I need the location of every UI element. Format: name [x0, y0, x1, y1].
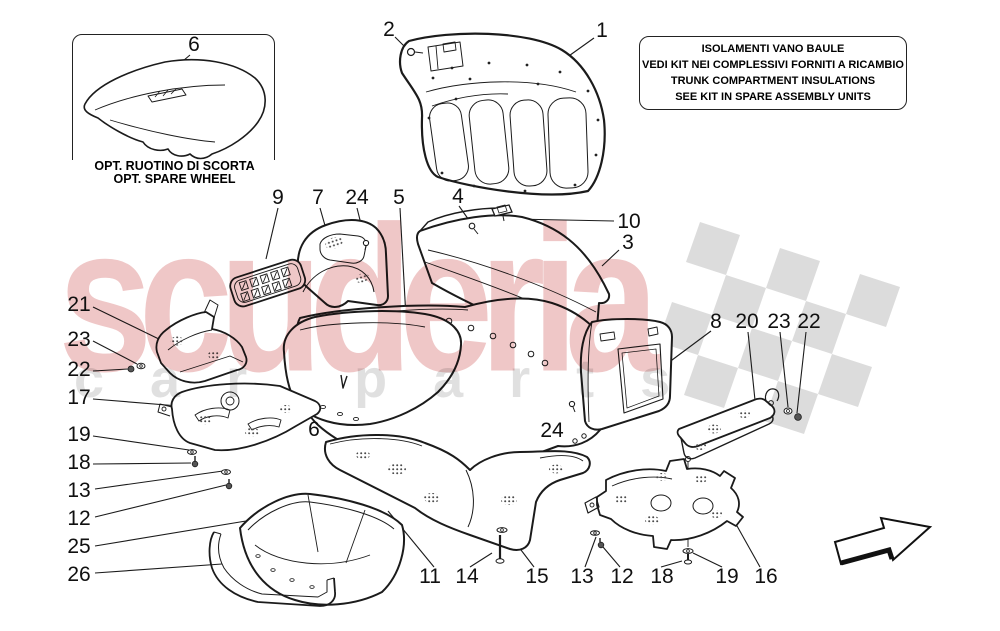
part-11-lower-trunk-trim: [324, 433, 591, 551]
callout-7: 7: [312, 186, 324, 209]
inset-label-english: OPT. SPARE WHEEL: [113, 172, 236, 186]
part-1-trunk-lid-insulation: [398, 32, 606, 196]
callout-24: 24: [345, 186, 369, 209]
callout-3: 3: [622, 231, 634, 254]
callout-5: 5: [393, 186, 405, 209]
callout-9: 9: [272, 186, 284, 209]
note-line-italian-2: VEDI KIT NEI COMPLESSIVI FORNITI A RICAM…: [642, 59, 904, 71]
callout-15: 15: [525, 565, 549, 588]
part-8-right-wheelhouse-panel: [579, 318, 673, 431]
callout-1: 1: [596, 19, 608, 42]
callout-13: 13: [67, 479, 91, 502]
callout-4: 4: [452, 185, 464, 208]
insulation-note-box: ISOLAMENTI VANO BAULE VEDI KIT NEI COMPL…: [639, 36, 907, 110]
part-9-vent-grille: [229, 258, 307, 308]
callout-16: 16: [754, 565, 778, 588]
callout-14: 14: [455, 565, 479, 588]
direction-arrow: [833, 516, 933, 566]
callout-21: 21: [67, 293, 91, 316]
callout-10: 10: [617, 210, 641, 233]
callout-19: 19: [715, 565, 739, 588]
part-21-upper-bracket: [155, 299, 248, 384]
inset-label-italian: OPT. RUOTINO DI SCORTA: [94, 159, 255, 173]
part-16-floor-bracket: [584, 456, 744, 550]
fasteners: [127, 47, 802, 565]
part-26-sill-channel: [208, 531, 336, 607]
callout-8: 8: [710, 310, 722, 333]
callout-23: 23: [767, 310, 791, 333]
callout-12: 12: [610, 565, 634, 588]
callout-13: 13: [570, 565, 594, 588]
callout-17: 17: [67, 386, 91, 409]
flag-cell: [818, 354, 872, 407]
callout-26: 26: [67, 563, 91, 586]
spare-wheel-inset-labels: OPT. RUOTINO DI SCORTA OPT. SPARE WHEEL: [72, 160, 277, 186]
callout-11: 11: [419, 565, 441, 588]
flag-cell: [766, 248, 820, 301]
callout-24: 24: [540, 419, 564, 442]
flag-cell: [846, 274, 900, 327]
callout-12: 12: [67, 507, 91, 530]
callout-23: 23: [67, 328, 91, 351]
note-line-italian-1: ISOLAMENTI VANO BAULE: [701, 43, 845, 55]
spare-wheel-cover-sketch: [83, 58, 266, 160]
note-line-english-2: SEE KIT IN SPARE ASSEMBLY UNITS: [675, 91, 871, 103]
note-line-english-1: TRUNK COMPARTMENT INSULATIONS: [670, 75, 876, 87]
callout-18: 18: [650, 565, 674, 588]
callout-22: 22: [797, 310, 821, 333]
callout-20: 20: [735, 310, 759, 333]
flag-cell: [684, 355, 738, 408]
callout-18: 18: [67, 451, 91, 474]
callout-19: 19: [67, 423, 91, 446]
callout-2: 2: [383, 18, 395, 41]
flag-cell: [712, 275, 766, 328]
part-17-tool-tray-bracket: [157, 382, 322, 452]
flag-cell: [686, 222, 740, 275]
callout-22: 22: [67, 358, 91, 381]
callout-6: 6: [188, 33, 200, 56]
callout-6: 6: [308, 418, 320, 441]
part-20-support-bracket: [676, 388, 780, 460]
flag-cell: [764, 381, 818, 434]
callout-25: 25: [67, 535, 91, 558]
